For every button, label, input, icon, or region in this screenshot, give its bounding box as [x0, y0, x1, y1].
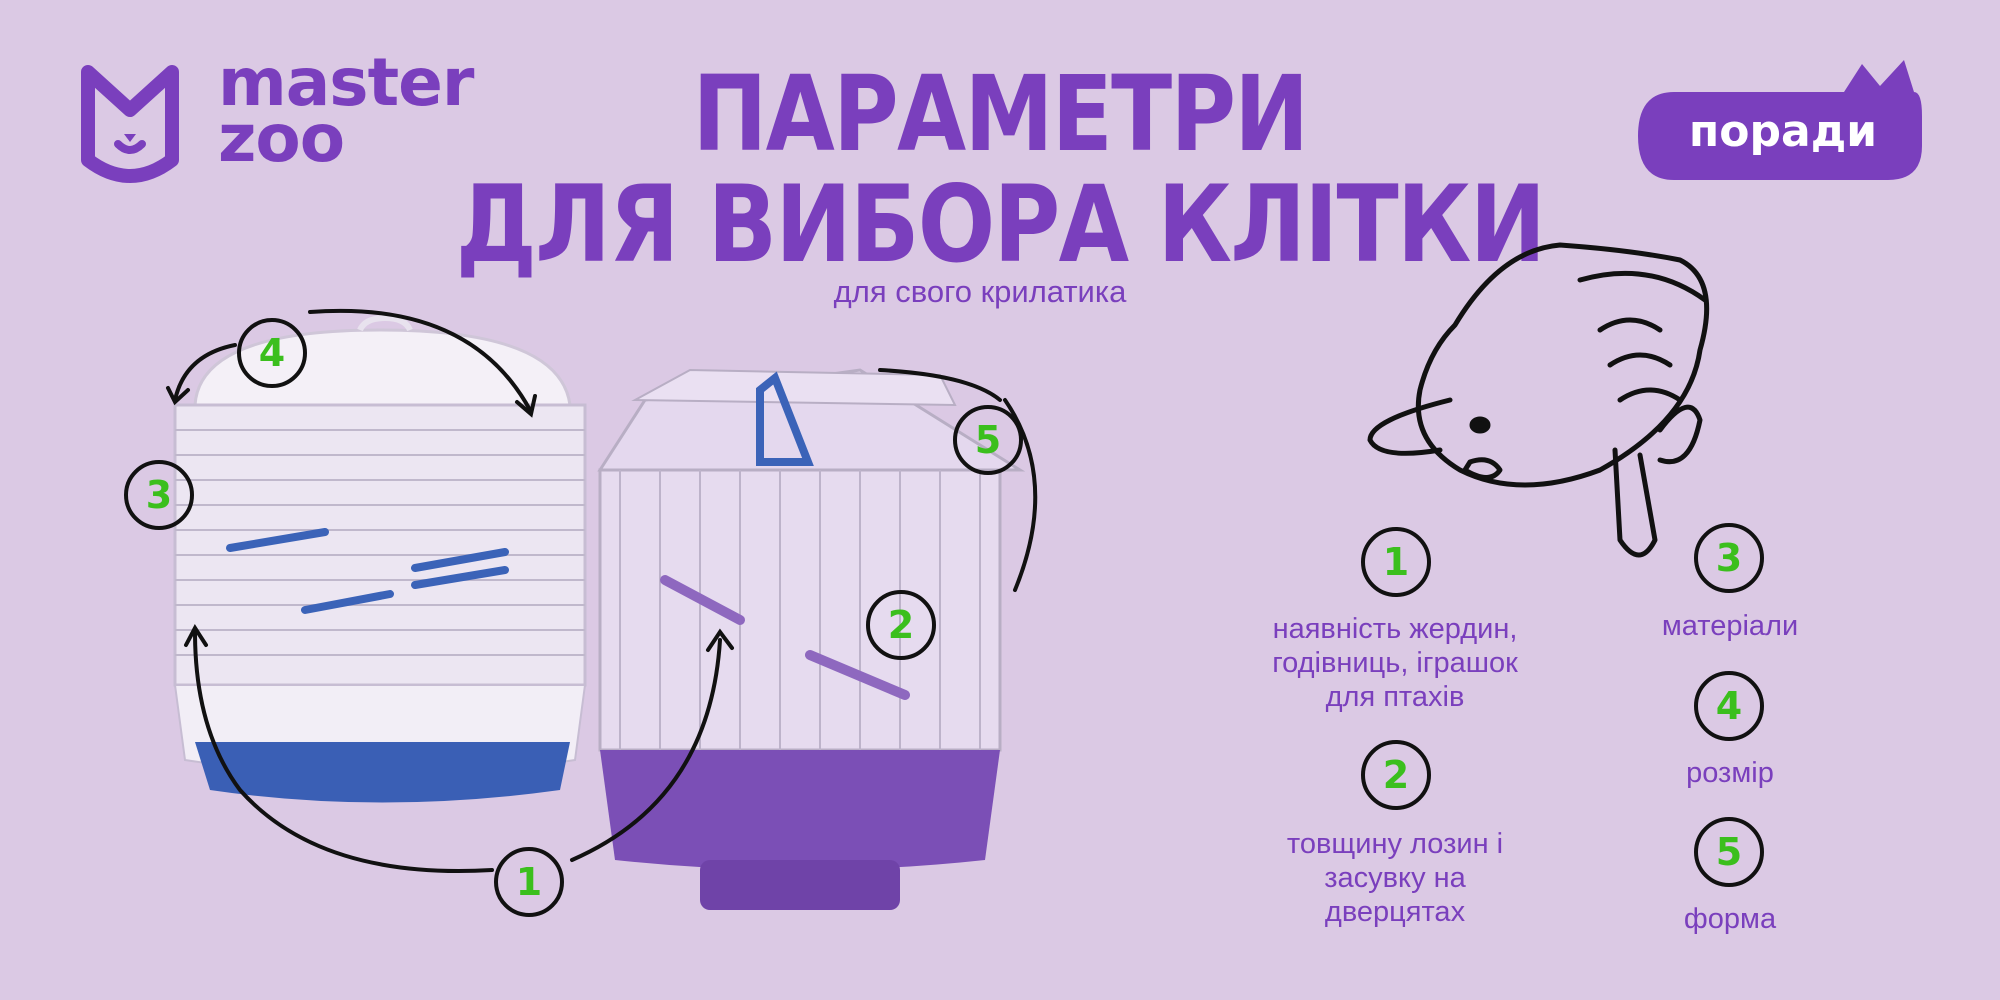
tip-number-4: 4	[1694, 671, 1764, 741]
tip-text-5: форма	[1683, 903, 1777, 935]
page-title-line2: ДЛЯ ВИБОРА КЛІТКИ	[455, 163, 1546, 286]
tips-badge-shape	[1638, 60, 1922, 180]
master-zoo-logo	[81, 65, 179, 183]
logo-line-master: master	[218, 44, 474, 121]
image-marker-5: 5	[953, 405, 1023, 475]
tip-number-2: 2	[1361, 740, 1431, 810]
white-cage-image	[173, 314, 587, 803]
page-subtitle: для свого крилатика	[833, 274, 1127, 309]
tip-text-1: наявність жердин, годівниць, іграшок для…	[1272, 613, 1518, 713]
tip-text-2: товщину лозин і засувку на дверцятах	[1286, 828, 1504, 928]
cat-logo-icon	[81, 65, 179, 183]
tip-number-3: 3	[1694, 523, 1764, 593]
logo-line-zoo: zoo	[218, 100, 345, 177]
page-title-line1: ПАРАМЕТРИ	[692, 53, 1310, 175]
image-marker-1: 1	[494, 847, 564, 917]
tip-text-4: розмір	[1686, 757, 1774, 789]
tips-badge: поради	[1688, 106, 1878, 157]
tip-text-3: матеріали	[1661, 610, 1799, 642]
image-marker-3: 3	[124, 460, 194, 530]
image-marker-2: 2	[866, 590, 936, 660]
parrot-illustration	[1367, 242, 1710, 558]
tip-number-1: 1	[1361, 527, 1431, 597]
image-marker-4: 4	[237, 318, 307, 388]
purple-cage-image	[597, 368, 1026, 910]
logo-wordmark: master zoo	[218, 44, 474, 177]
tip-number-5: 5	[1694, 817, 1764, 887]
